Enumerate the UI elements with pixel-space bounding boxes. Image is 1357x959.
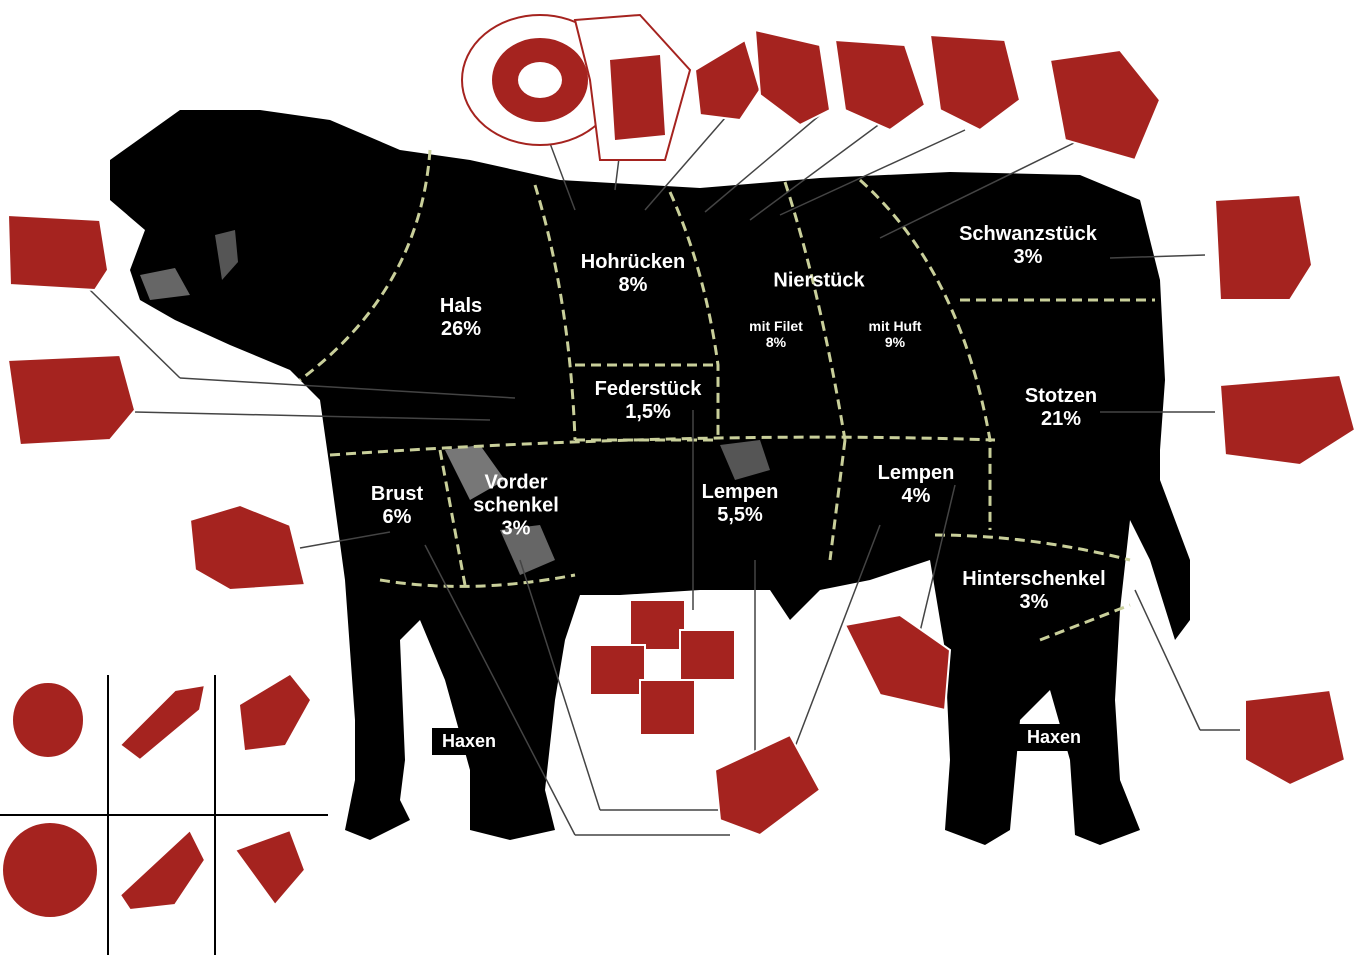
meat-cube-2-icon [590,645,645,695]
meat-piece-hinterschenkel-icon [1245,690,1345,785]
meat-piece-brust-icon [190,505,305,590]
meat-piece-top-5-icon [835,40,925,130]
meat-piece-top-3-icon [695,40,760,120]
meat-piece-top-4-icon [755,30,830,125]
meat-piece-grid-3-icon [240,675,310,750]
haxen-front-label: Haxen [432,728,506,755]
meat-piece-grid-4-icon [2,822,98,918]
meat-cube-3-icon [680,630,735,680]
meat-piece-grid-2-icon [120,685,205,760]
meat-piece-hals-1-icon [8,215,108,290]
meat-piece-hals-2-icon [8,355,135,445]
meat-cube-1-icon [630,600,685,650]
meat-piece-lempen-front-icon [715,735,820,835]
meat-piece-schwanzstueck-icon [1215,195,1312,300]
meat-piece-grid-5-icon [120,830,205,910]
meat-piece-top-6-icon [930,35,1020,130]
meat-piece-top-7-icon [1050,50,1160,160]
meat-cube-4-icon [640,680,695,735]
meat-piece-top-2-core-icon [610,55,665,140]
haxen-rear-label: Haxen [1017,724,1091,751]
cut-label-nierstueck: Nierstück [773,270,864,293]
meat-piece-stotzen-icon [1220,375,1355,465]
meat-piece-grid-6-icon [235,830,305,905]
meat-piece-grid-1-icon [12,682,84,758]
meat-piece-lempen-rear-icon [845,615,950,710]
